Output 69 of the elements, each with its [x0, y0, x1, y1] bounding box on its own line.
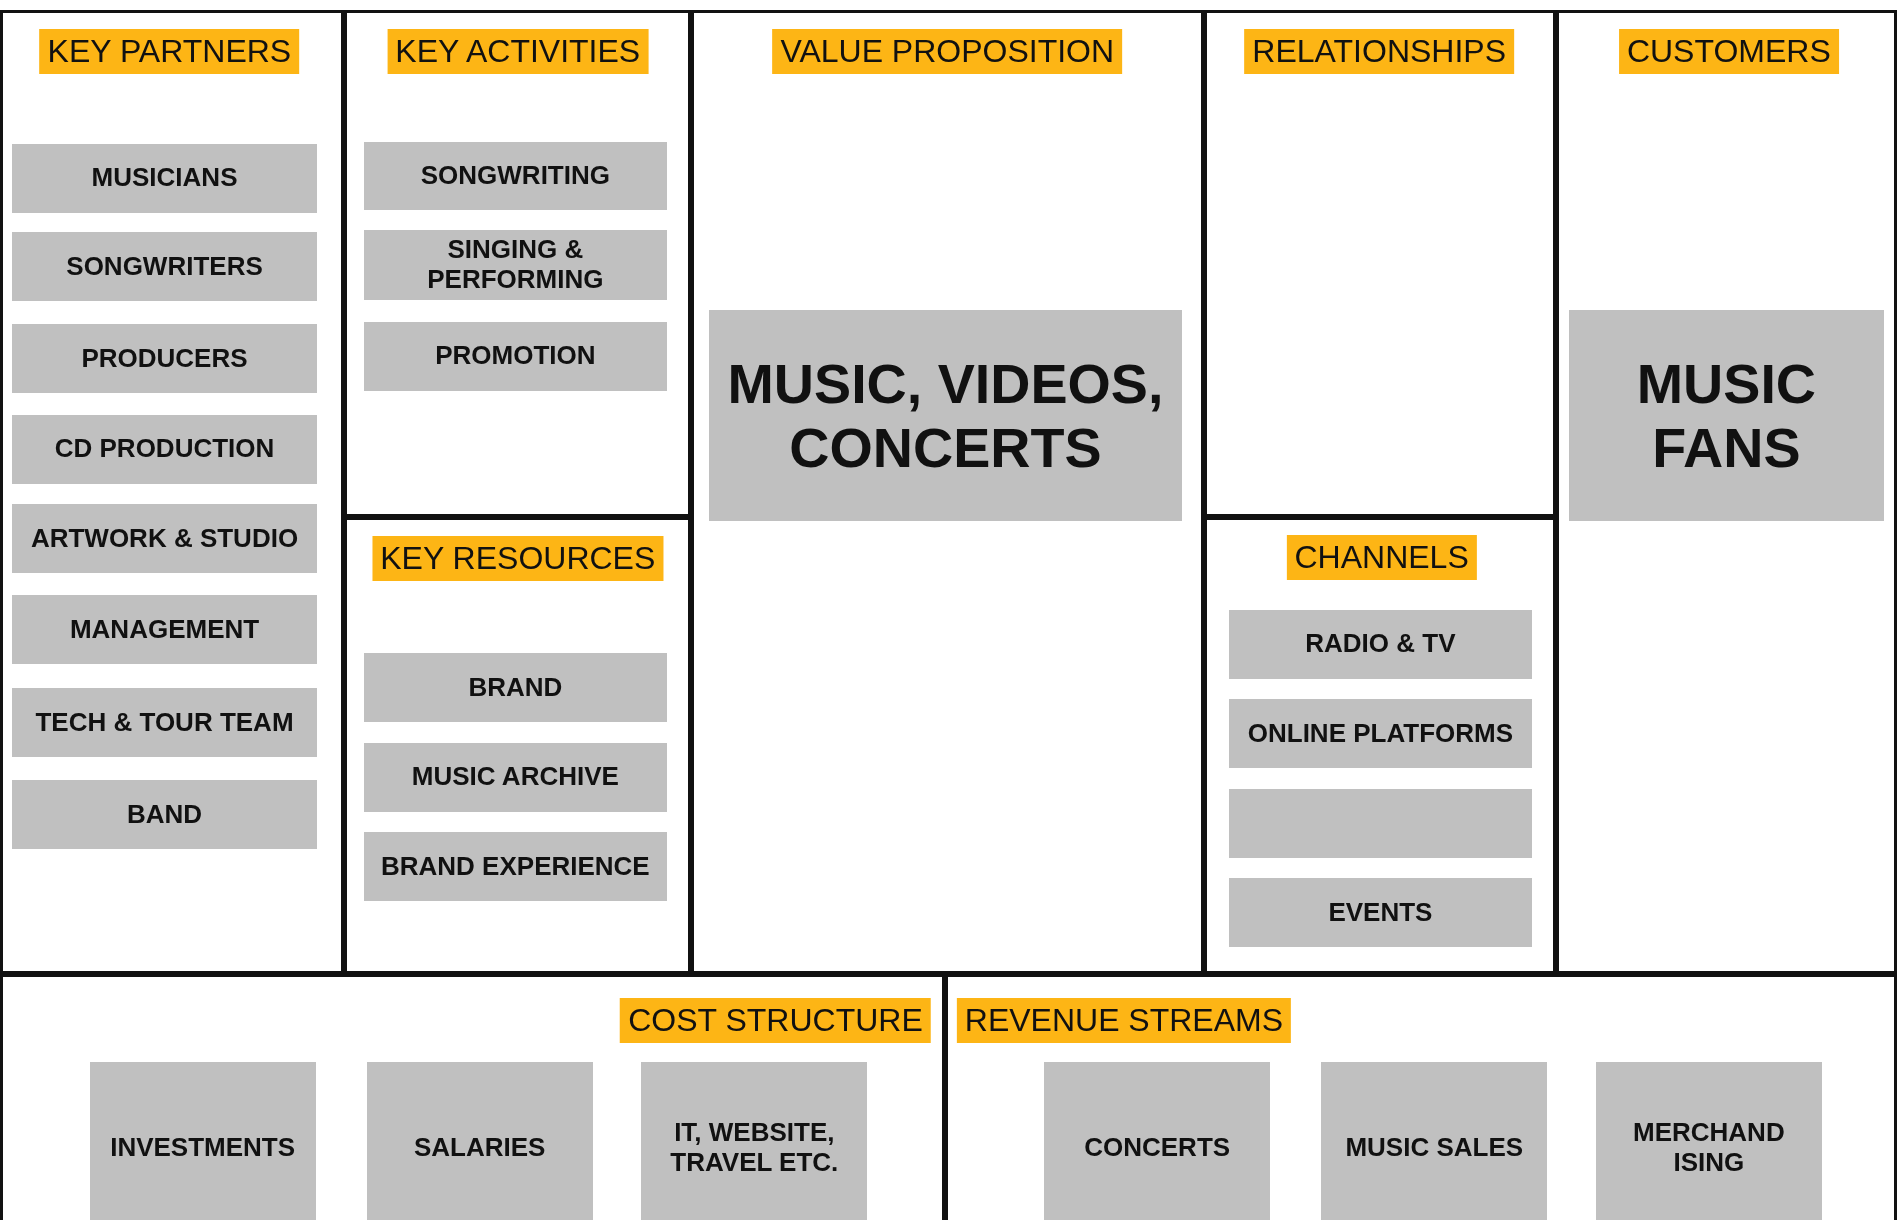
canvas-section	[1555, 9, 1897, 974]
item-label: IT, WEBSITE, TRAVEL ETC.	[669, 1118, 840, 1178]
section-heading: CUSTOMERS	[1618, 29, 1839, 74]
item-label: SONGWRITING	[419, 161, 611, 191]
item-box	[1044, 1062, 1271, 1220]
item-label: SONGWRITERS	[65, 251, 264, 282]
item-label: ONLINE PLATFORMS	[1246, 718, 1515, 749]
section-heading: CHANNELS	[1286, 534, 1477, 580]
item-box	[12, 143, 317, 213]
item-label: CD PRODUCTION	[53, 434, 276, 465]
canvas-section	[1203, 9, 1556, 517]
item-label: MANAGEMENT	[68, 614, 261, 645]
item-label: MERCHAND ISING	[1632, 1118, 1786, 1178]
item-label: BRAND EXPERIENCE	[380, 851, 651, 882]
item-box	[12, 595, 317, 665]
section-heading: RELATIONSHIPS	[1244, 29, 1515, 74]
empty-box	[1229, 788, 1532, 858]
item-label: MUSIC FANS	[1635, 351, 1818, 480]
item-label: TECH & TOUR TEAM	[34, 707, 295, 738]
item-box	[1569, 309, 1884, 522]
canvas-section	[690, 9, 1204, 974]
item-box	[364, 321, 667, 391]
canvas-section	[0, 9, 344, 974]
canvas-section	[343, 516, 691, 974]
item-box	[12, 504, 317, 574]
item-label: MUSIC, VIDEOS, CONCERTS	[726, 351, 1165, 480]
item-label: PROMOTION	[434, 341, 597, 372]
item-label: INVESTMENTS	[109, 1133, 297, 1164]
canvas-section	[944, 973, 1897, 1220]
item-label: BAND	[125, 799, 204, 830]
item-box	[364, 229, 667, 300]
item-box	[364, 653, 667, 723]
item-box	[364, 742, 667, 812]
item-box	[12, 324, 317, 394]
item-box	[89, 1062, 316, 1220]
item-label: CONCERTS	[1083, 1133, 1232, 1164]
item-label: RADIO & TV	[1304, 629, 1457, 660]
item-box	[12, 780, 317, 850]
canvas-section	[1203, 516, 1556, 974]
item-box	[12, 688, 317, 758]
item-box	[641, 1062, 868, 1220]
canvas-section	[343, 9, 691, 517]
item-box	[366, 1062, 593, 1220]
item-label: MUSIC ARCHIVE	[410, 762, 620, 793]
item-box	[12, 414, 317, 484]
item-box	[364, 141, 667, 211]
section-heading: VALUE PROPOSITION	[772, 29, 1123, 74]
item-box	[1321, 1062, 1548, 1220]
section-heading: KEY RESOURCES	[372, 535, 664, 581]
item-box	[1229, 699, 1532, 769]
item-box	[1229, 609, 1532, 679]
item-box	[1229, 878, 1532, 948]
item-label: EVENTS	[1327, 897, 1434, 928]
item-label: BRAND	[467, 672, 564, 703]
item-label: PRODUCERS	[80, 343, 249, 374]
item-box	[364, 832, 667, 902]
item-label: SALARIES	[412, 1133, 547, 1164]
section-heading: REVENUE STREAMS	[956, 998, 1292, 1044]
item-label: MUSIC SALES	[1344, 1133, 1525, 1164]
section-heading: KEY PARTNERS	[39, 29, 300, 74]
item-box	[1595, 1062, 1822, 1220]
canvas-section	[0, 973, 945, 1220]
item-box	[12, 232, 317, 302]
section-heading: KEY ACTIVITIES	[387, 29, 649, 74]
item-box	[708, 309, 1182, 522]
section-heading: COST STRUCTURE	[620, 998, 931, 1044]
item-label: SINGING & PERFORMING	[426, 235, 605, 295]
item-label: MUSICIANS	[90, 163, 239, 194]
item-label: ARTWORK & STUDIO	[29, 524, 300, 554]
